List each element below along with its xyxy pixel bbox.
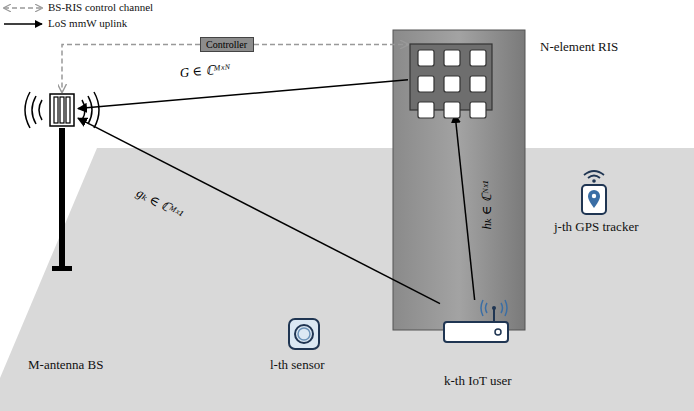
controller-box: Controller <box>200 37 254 52</box>
ground-plane <box>0 148 694 411</box>
bs-antenna-outline <box>46 92 78 128</box>
sensor-icon: l-th sensor <box>288 318 320 350</box>
channel-label: G ∈ ℂᴹˣᴺ <box>179 59 231 81</box>
gps-tracker: j-th GPS tracker <box>578 170 610 216</box>
ris-panel-outline <box>408 38 494 114</box>
sensor-icon-outline <box>288 318 320 350</box>
uplink-arrow <box>455 114 475 300</box>
channel-label: gₖ ∈ ℂᴹˣ¹ <box>134 183 187 223</box>
node-label: k-th IoT user <box>444 374 512 389</box>
node-label: j-th GPS tracker <box>554 220 638 235</box>
node-label: M-antenna BS <box>28 358 103 373</box>
control-link <box>254 44 408 46</box>
channel-label: hₖ ∈ ℂᴺˣ¹ <box>477 181 495 230</box>
bs-mast <box>52 128 72 271</box>
legend-samples <box>4 8 42 24</box>
ris-panel: N-element RIS <box>408 38 494 114</box>
uplink-arrow <box>78 118 440 303</box>
box-label: Controller <box>206 39 248 50</box>
gps-tracker-outline <box>578 170 610 216</box>
uplink-arrow <box>78 80 408 109</box>
bs-antenna: M-antenna BS <box>46 92 78 128</box>
node-label: l-th sensor <box>270 358 325 373</box>
legend-entry: LoS mmW uplink <box>48 17 127 29</box>
legend-entry: BS-RIS control channel <box>48 1 153 13</box>
node-label: N-element RIS <box>540 40 618 55</box>
iot-device: k-th IoT user <box>440 300 514 345</box>
iot-device-outline <box>440 300 514 345</box>
building <box>393 30 525 330</box>
